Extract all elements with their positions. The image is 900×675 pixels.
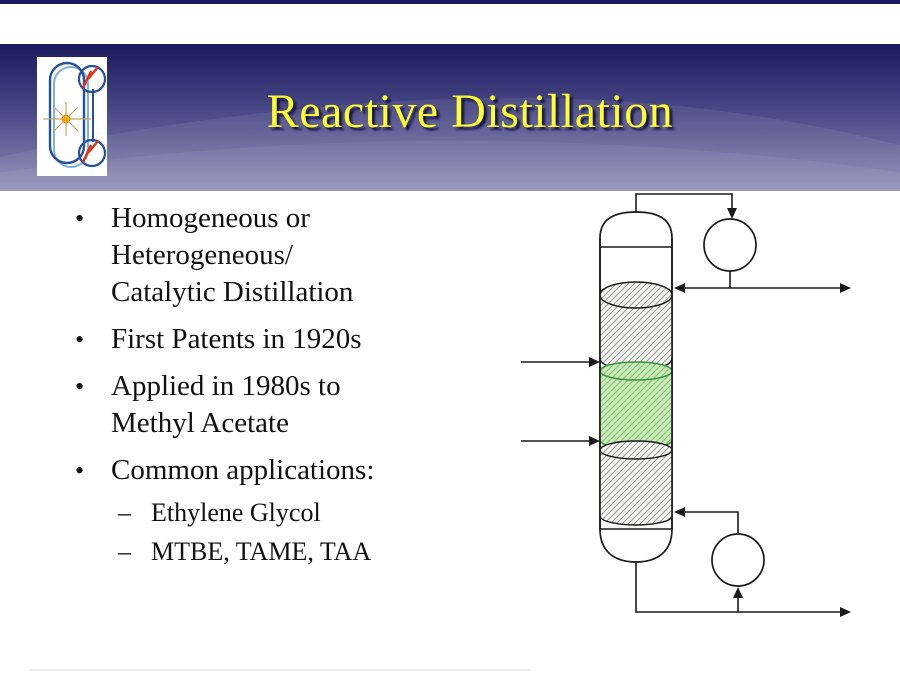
bullet-line: First Patents in 1920s xyxy=(111,323,362,355)
bullet-line: Methyl Acetate xyxy=(111,407,289,439)
reactive-packing-green xyxy=(600,371,672,449)
bullet-text: Applied in 1980s to Methyl Acetate xyxy=(111,368,341,442)
bullet-marker: • xyxy=(75,204,85,233)
bullet-line: Common applications: xyxy=(111,454,375,486)
boilup-left-arrowhead xyxy=(674,507,685,517)
bullet-item: • Common applications: xyxy=(75,452,505,489)
upper-feed-arrowhead xyxy=(589,357,600,367)
overhead-vapor-line xyxy=(635,193,733,212)
sub-bullet-marker: – xyxy=(118,498,131,527)
sub-bullet-item: – MTBE, TAME, TAA xyxy=(118,532,505,571)
bottom-packing-gray xyxy=(600,450,672,525)
bullet-line: Homogeneous or xyxy=(111,202,310,234)
bullet-item: • Applied in 1980s to Methyl Acetate xyxy=(75,368,505,442)
reflux-left-arrowhead xyxy=(674,283,685,293)
bottom-packing-top-ellipse xyxy=(599,440,673,460)
bullet-item: • Homogeneous or Heterogeneous/ Catalyti… xyxy=(75,200,505,311)
top-packing-gray xyxy=(600,295,672,371)
top-packing-top-ellipse xyxy=(599,281,673,309)
top-border-strip xyxy=(0,0,900,4)
reboiler-up-arrowhead xyxy=(733,587,743,598)
logo xyxy=(37,57,107,176)
sub-bullet-text: Ethylene Glycol xyxy=(151,498,321,527)
bottom-edge-line xyxy=(30,669,530,671)
bullet-line: Catalytic Distillation xyxy=(111,276,354,308)
bullet-marker: • xyxy=(75,456,85,485)
sub-bullet-marker: – xyxy=(118,537,131,566)
bullet-text: First Patents in 1920s xyxy=(111,321,362,358)
bullet-line: Heterogeneous/ xyxy=(111,239,293,271)
lower-feed-arrowhead xyxy=(589,436,600,446)
bottoms-right-arrowhead xyxy=(840,607,851,617)
down-arrowhead xyxy=(727,208,737,219)
distillate-right-arrowhead xyxy=(840,283,851,293)
banner-wave-decoration xyxy=(0,97,900,191)
boilup-return-line xyxy=(678,511,739,533)
bullet-line: Applied in 1980s to xyxy=(111,370,341,402)
bullet-marker: • xyxy=(75,325,85,354)
bottoms-product-line xyxy=(635,562,845,613)
bullet-marker: • xyxy=(75,372,85,401)
sub-bullet-text: MTBE, TAME, TAA xyxy=(151,537,372,566)
condenser-circle xyxy=(703,218,757,272)
sub-bullet-item: – Ethylene Glycol xyxy=(118,493,505,532)
bullet-text: Common applications: xyxy=(111,452,374,489)
distillation-column-logo-icon xyxy=(37,57,107,176)
bullet-text: Homogeneous or Heterogeneous/ Catalytic … xyxy=(111,200,353,311)
reboiler-circle xyxy=(711,533,765,587)
bullet-item: • First Patents in 1920s xyxy=(75,321,505,358)
bottom-packing-bottom-arc xyxy=(599,515,673,526)
title-banner: Reactive Distillation xyxy=(0,44,900,191)
reactive-packing-top-ellipse xyxy=(599,361,673,381)
page-title: Reactive Distillation xyxy=(266,85,674,138)
bullet-list: • Homogeneous or Heterogeneous/ Catalyti… xyxy=(75,200,505,571)
